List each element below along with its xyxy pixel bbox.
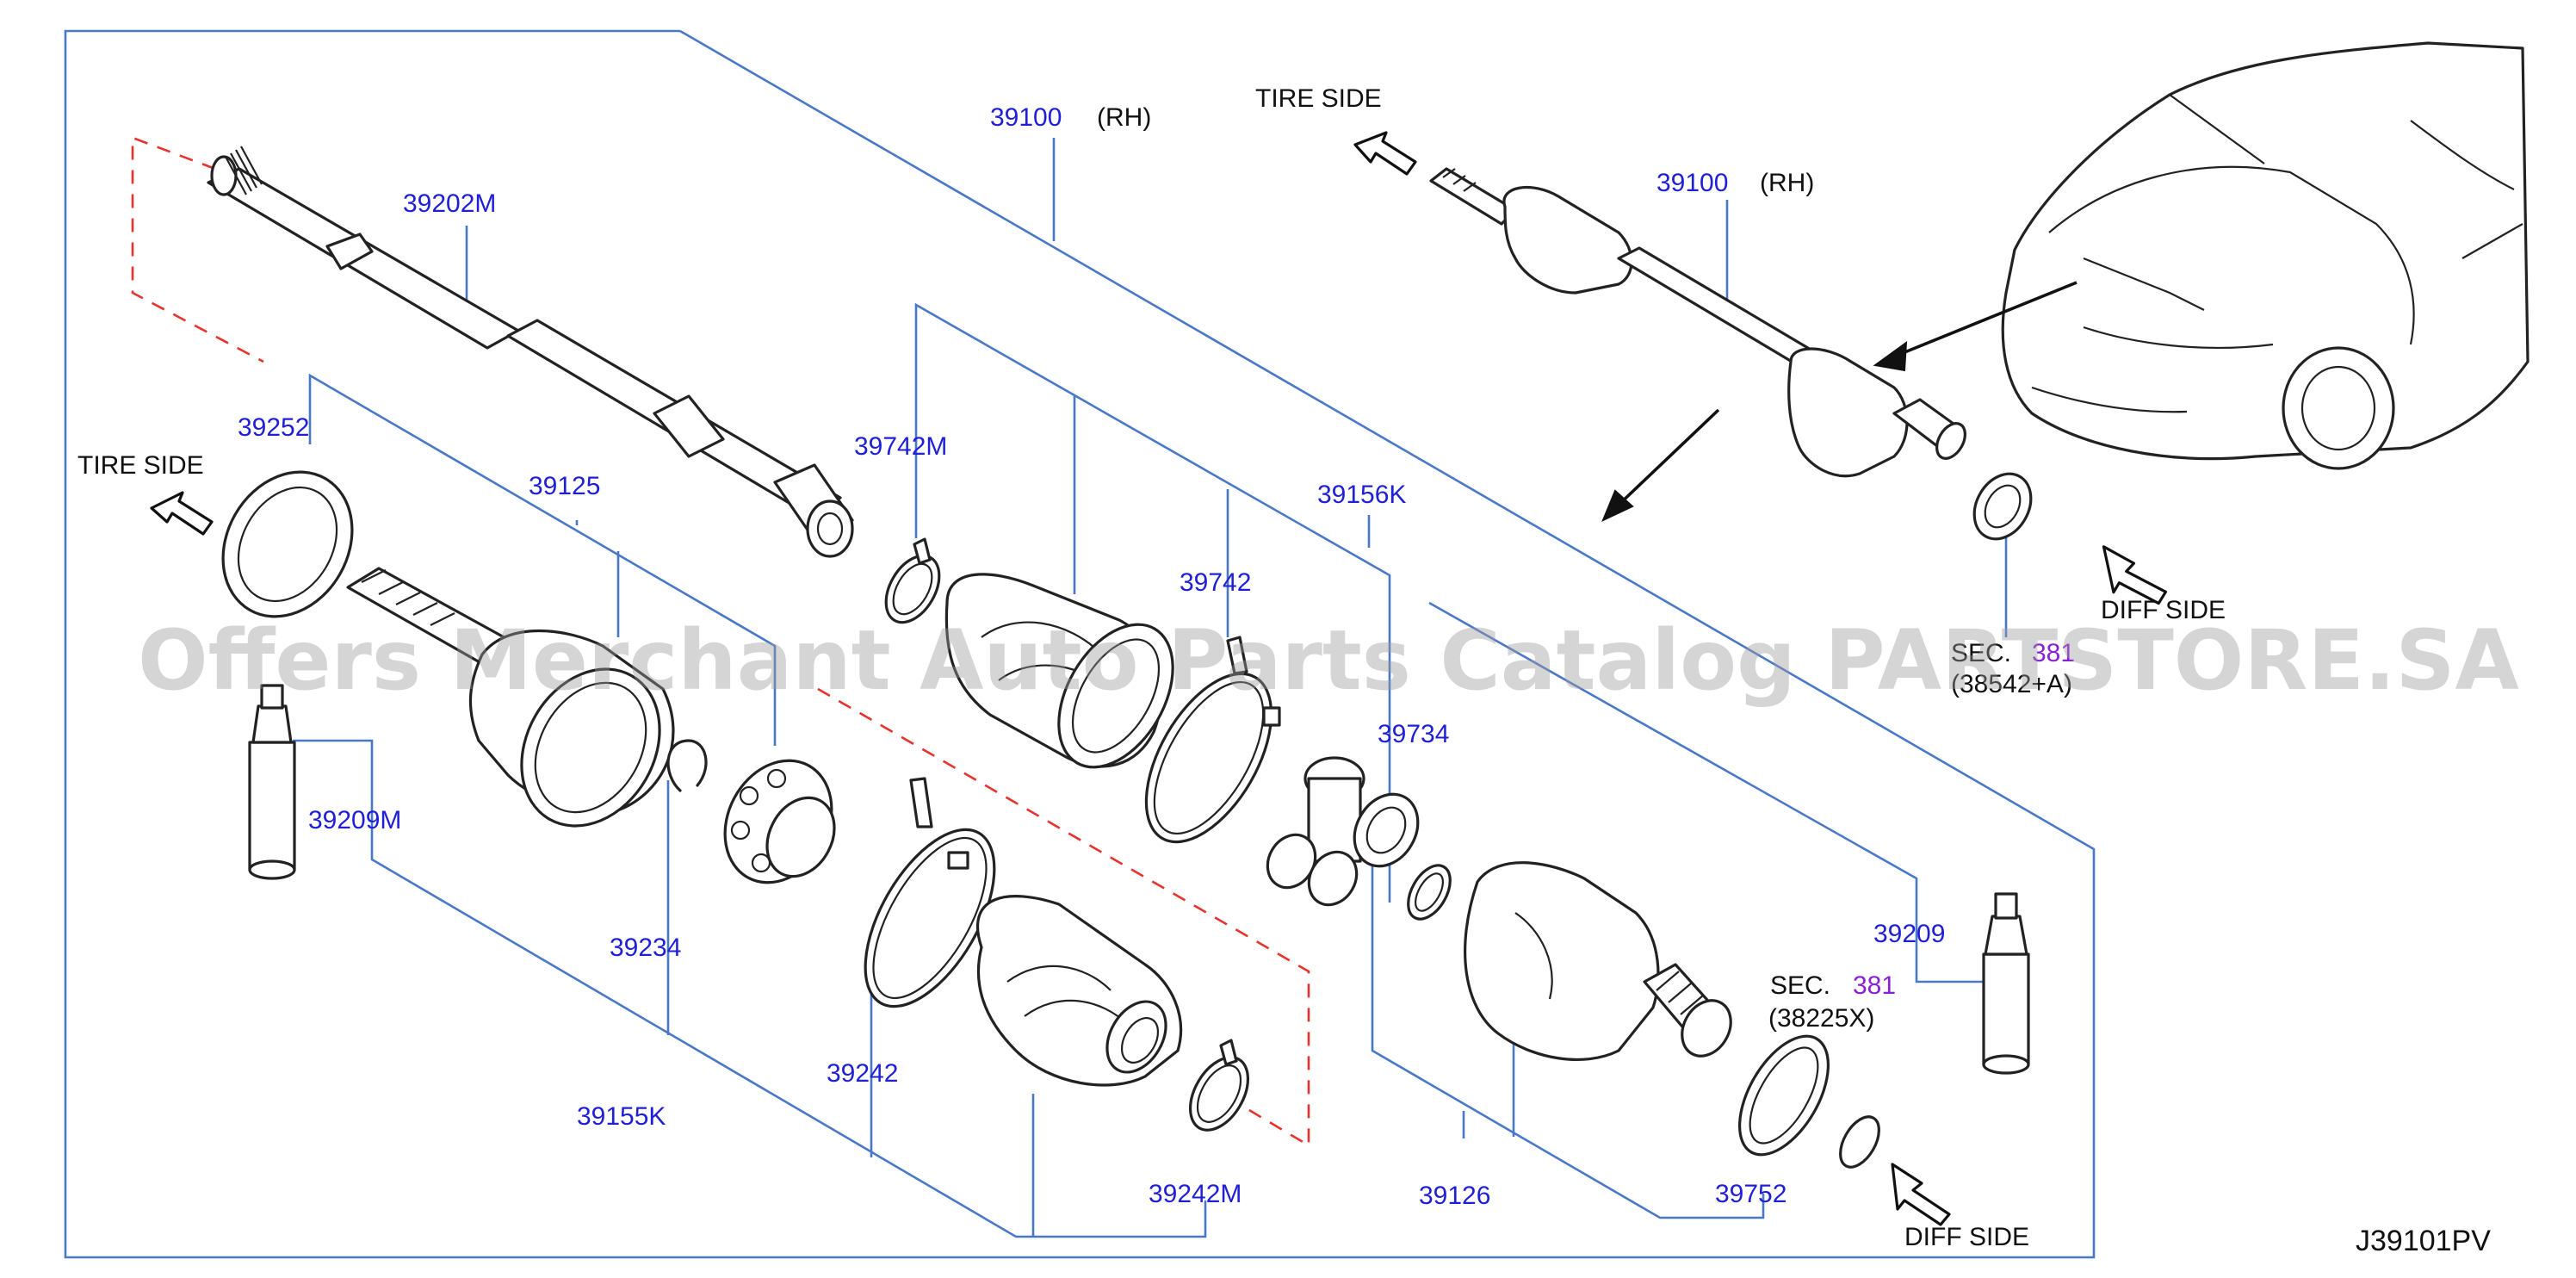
diff-side-arrow-inset xyxy=(2102,545,2168,605)
watermark: Offers Merchant Auto Parts Catalog PARTS… xyxy=(138,612,2519,709)
section-references: SEC. 381 (38542+A) SEC. 381 (38225X) xyxy=(1768,639,2075,1033)
part-number-39155K: 39155K xyxy=(577,1102,666,1131)
part-number-39752: 39752 xyxy=(1715,1180,1786,1208)
part-number-39100: 39100 xyxy=(990,103,1062,132)
tire-side-arrow-inset xyxy=(1353,131,1417,176)
side-label-rh: (RH) xyxy=(1097,103,1151,132)
grease-tube-39209 xyxy=(1982,892,2030,1075)
clamp-39242M xyxy=(1188,1039,1250,1132)
part-number-labels: 39100 (RH) 39202M 39252 39125 39209M 392… xyxy=(238,103,1945,1210)
diff-side-label-inset: DIFF SIDE xyxy=(2101,596,2226,624)
tripod-spider xyxy=(1266,756,1420,907)
sec-number-inset: 381 xyxy=(2032,639,2075,667)
snap-ring-39734 xyxy=(1407,864,1452,921)
dashed-alignment-guides xyxy=(131,136,1310,1148)
part-number-39252: 39252 xyxy=(238,413,309,442)
diff-side-label-bottom: DIFF SIDE xyxy=(1904,1223,2029,1251)
part-number-39242: 39242 xyxy=(827,1059,898,1088)
part-number-39734: 39734 xyxy=(1378,720,1449,748)
part-number-39202M: 39202M xyxy=(403,189,496,218)
seal-39252 xyxy=(221,470,354,618)
circlip-38225X xyxy=(1839,1115,1880,1169)
part-number-39126: 39126 xyxy=(1419,1182,1490,1210)
part-number-39209M: 39209M xyxy=(308,806,401,834)
sec-ref-main: (38225X) xyxy=(1768,1004,1874,1033)
tire-side-label-inset: TIRE SIDE xyxy=(1255,84,1382,113)
sec-prefix-main: SEC. xyxy=(1770,971,1830,1000)
grease-tube-39209M xyxy=(248,684,296,880)
joint-housing-39125 xyxy=(346,567,675,828)
leader-lines xyxy=(293,138,2008,1238)
inset-driveshaft xyxy=(1429,167,2033,541)
direction-arrows xyxy=(150,131,2168,1226)
seal-39752 xyxy=(1737,1034,1830,1157)
clamp-39742M xyxy=(884,537,941,624)
boot-band-39242 xyxy=(864,777,996,1008)
boot-tire-side xyxy=(975,895,1183,1087)
sec-number-main: 381 xyxy=(1853,971,1896,1000)
side-labels: TIRE SIDE TIRE SIDE DIFF SIDE DIFF SIDE xyxy=(77,84,2226,1251)
shaft-39202M xyxy=(207,146,854,558)
boot-diff-side xyxy=(944,573,1174,769)
part-number-39209: 39209 xyxy=(1873,920,1945,948)
part-number-39742M: 39742M xyxy=(854,432,947,461)
side-label-rh-inset: (RH) xyxy=(1760,169,1814,197)
part-number-39125: 39125 xyxy=(529,472,600,500)
sec-ref-inset: (38542+A) xyxy=(1951,670,2072,698)
sec-prefix-inset: SEC. xyxy=(1951,639,2011,667)
tire-side-label-left: TIRE SIDE xyxy=(77,451,204,480)
inset-vehicle xyxy=(2001,41,2530,470)
part-number-39156K: 39156K xyxy=(1317,481,1406,509)
part-number-39100-inset: 39100 xyxy=(1656,169,1728,197)
inset-location-arrows xyxy=(1601,281,2078,523)
part-number-39234: 39234 xyxy=(610,934,681,962)
bearing-cage xyxy=(723,759,836,884)
assembly-frame xyxy=(64,29,2096,1259)
tire-side-arrow-left xyxy=(150,491,214,536)
joint-housing-39126 xyxy=(1464,861,1732,1061)
part-number-39242M: 39242M xyxy=(1149,1180,1242,1208)
diff-side-arrow-bottom xyxy=(1891,1163,1951,1226)
part-number-39742: 39742 xyxy=(1180,568,1251,597)
circlip-39234 xyxy=(666,739,708,792)
boot-band-39742 xyxy=(1144,636,1281,844)
diagram-code: J39101PV xyxy=(2356,1225,2491,1257)
